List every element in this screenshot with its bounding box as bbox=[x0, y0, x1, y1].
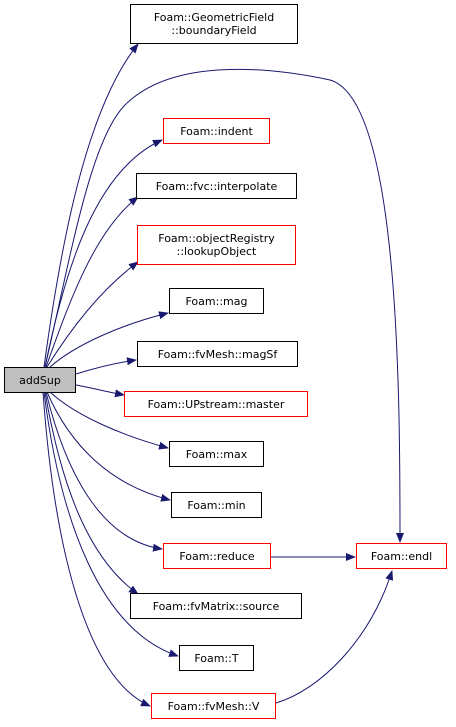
node-label-line: ::boundaryField bbox=[171, 24, 257, 37]
node-label-line: Foam::endl bbox=[370, 549, 433, 563]
node-label-line: Foam::fvc::interpolate bbox=[155, 179, 278, 193]
node-label-line: Foam::indent bbox=[180, 124, 253, 138]
node-mag[interactable]: Foam::mag bbox=[169, 288, 264, 314]
edge-v-to-endl bbox=[275, 570, 394, 704]
node-upstream-master[interactable]: Foam::UPstream::master bbox=[124, 391, 308, 417]
edge-addsup-to-v bbox=[42, 391, 151, 707]
node-label-line: Foam::objectRegistry bbox=[158, 232, 275, 245]
node-min[interactable]: Foam::min bbox=[171, 492, 262, 518]
node-addsup-label: addSup bbox=[19, 373, 61, 387]
node-fvmatrix-source[interactable]: Foam::fvMatrix::source bbox=[130, 593, 302, 619]
node-geometricfield-boundaryfield[interactable]: Foam::GeometricField ::boundaryField bbox=[130, 4, 298, 44]
edge-addsup-to-t bbox=[43, 391, 179, 657]
node-endl[interactable]: Foam::endl bbox=[356, 543, 447, 569]
node-label-line: Foam::fvMatrix::source bbox=[152, 599, 280, 613]
edge-addsup-to-endl bbox=[44, 68, 404, 543]
node-fvmesh-v[interactable]: Foam::fvMesh::V bbox=[151, 693, 276, 719]
node-objectregistry-lookupobject[interactable]: Foam::objectRegistry ::lookupObject bbox=[137, 225, 296, 265]
node-label-line: Foam::reduce bbox=[179, 549, 255, 563]
node-fvmesh-magsf[interactable]: Foam::fvMesh::magSf bbox=[137, 341, 298, 367]
node-label-line: Foam::fvMesh::magSf bbox=[157, 347, 278, 361]
node-indent[interactable]: Foam::indent bbox=[163, 118, 270, 144]
edge-addsup-to-master bbox=[75, 384, 125, 398]
node-label-line: Foam::T bbox=[194, 651, 239, 665]
node-label-line: Foam::GeometricField bbox=[153, 11, 275, 24]
edge-addsup-to-magsf bbox=[75, 357, 137, 375]
edge-addsup-to-boundaryfield bbox=[43, 43, 139, 368]
node-label-line: Foam::min bbox=[187, 498, 246, 512]
node-label-line: ::lookupObject bbox=[176, 245, 257, 258]
node-reduce[interactable]: Foam::reduce bbox=[163, 543, 271, 569]
edge-addsup-to-lookupobject bbox=[46, 261, 139, 368]
edge-addsup-to-interpolate bbox=[45, 196, 139, 368]
edge-addsup-to-mag bbox=[49, 311, 169, 368]
edge-addsup-to-reduce bbox=[45, 391, 163, 552]
node-label-line: Foam::max bbox=[185, 447, 248, 461]
node-label-line: Foam::mag bbox=[185, 294, 248, 308]
node-max[interactable]: Foam::max bbox=[169, 441, 264, 467]
node-fvc-interpolate[interactable]: Foam::fvc::interpolate bbox=[136, 173, 297, 199]
edge-addsup-to-source bbox=[44, 391, 139, 595]
edge-addsup-to-max bbox=[49, 391, 169, 450]
node-addsup: addSup bbox=[4, 367, 76, 393]
node-t[interactable]: Foam::T bbox=[179, 645, 254, 671]
node-label-line: Foam::fvMesh::V bbox=[167, 699, 260, 713]
edge-addsup-to-min bbox=[46, 391, 171, 502]
node-label-line: Foam::UPstream::master bbox=[147, 397, 285, 411]
edge-addsup-to-indent bbox=[44, 139, 163, 368]
